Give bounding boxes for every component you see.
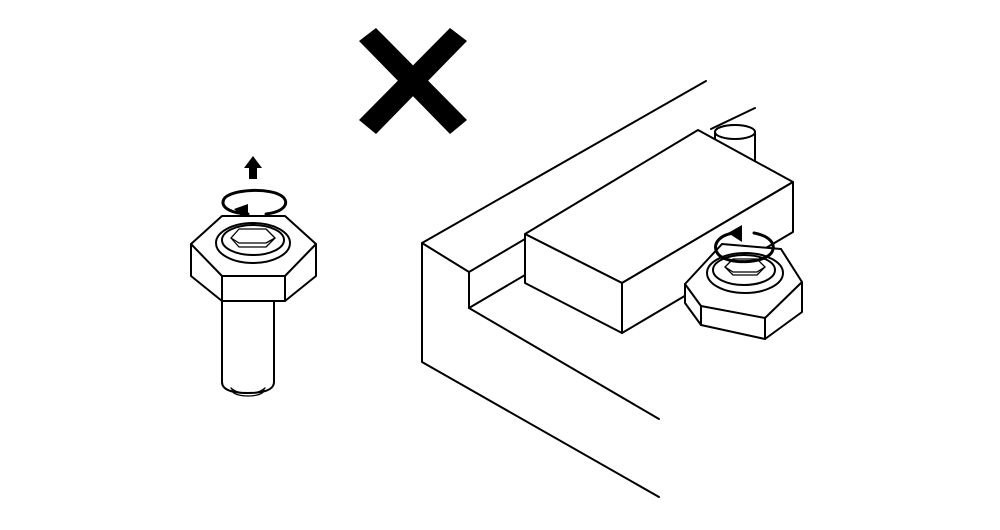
arrow-up-icon: [244, 156, 262, 179]
cross-mark-icon: [359, 28, 467, 134]
bolt-right: [684, 243, 803, 340]
base-plate: [421, 80, 756, 498]
bolt-left: [190, 215, 317, 397]
clamp-block: [524, 124, 794, 334]
rotate-clockwise-icon: [714, 225, 775, 264]
